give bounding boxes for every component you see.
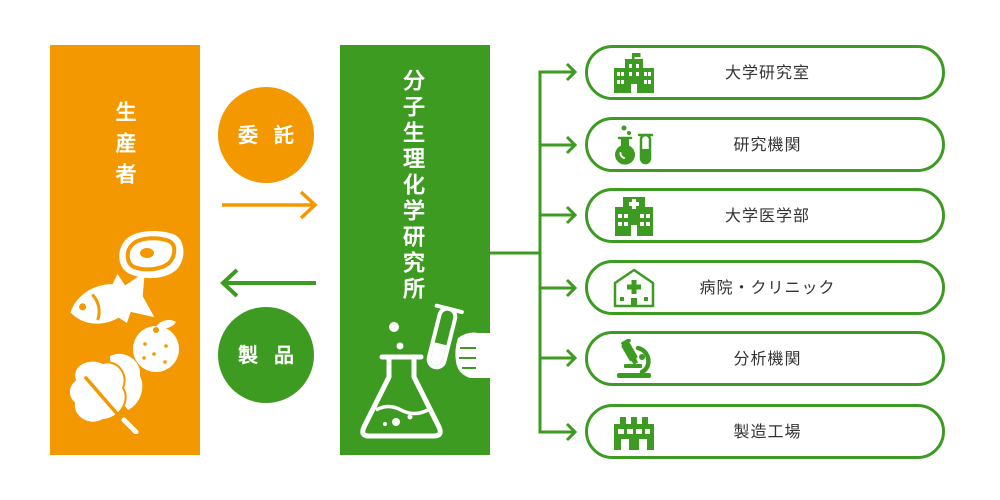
institute-box [340, 45, 490, 455]
mandarin-icon [133, 319, 179, 372]
destination-label: 病院・クリニック [699, 278, 836, 297]
microscope-icon [612, 339, 656, 379]
destination-university-lab: 大学研究室 [585, 45, 945, 100]
branch-arrow [540, 135, 578, 155]
product-label: 製品 [238, 343, 310, 367]
product-badge: 製品 [218, 307, 314, 403]
branch-arrow [540, 348, 578, 368]
commission-label: 委託 [238, 123, 310, 147]
destination-label: 研究機関 [733, 135, 802, 154]
branch-arrow [540, 205, 578, 225]
destination-label: 大学研究室 [724, 63, 810, 82]
clinic-house-icon [612, 268, 656, 308]
test-tube-icon [426, 303, 490, 378]
destination-hospital-clinic: 病院・クリニック [585, 260, 945, 315]
branch-arrow [540, 422, 578, 442]
leafy-vegetable-icon [67, 353, 143, 434]
branch-arrow [540, 62, 578, 82]
flask-icon [360, 322, 443, 439]
university-building-icon [612, 53, 656, 93]
factory-icon [612, 412, 656, 452]
destination-label: 製造工場 [733, 422, 802, 441]
commission-badge: 委託 [218, 87, 314, 183]
destination-analysis-institution: 分析機関 [585, 331, 945, 386]
branch-arrow [540, 278, 578, 298]
destination-label: 分析機関 [733, 349, 802, 368]
commission-arrow [222, 190, 318, 220]
lab-flask-icon [612, 125, 656, 165]
steak-icon [119, 230, 184, 279]
institute-connector [490, 70, 542, 434]
hospital-building-icon [612, 196, 656, 236]
destination-medical-school: 大学医学部 [585, 188, 945, 243]
destination-research-institution: 研究機関 [585, 117, 945, 172]
destination-manufacturing-plant: 製造工場 [585, 404, 945, 459]
producer-label: 生産者 [113, 101, 137, 194]
destination-label: 大学医学部 [724, 206, 810, 225]
institute-label: 分子生理化学研究所 [399, 69, 424, 303]
product-arrow [220, 268, 316, 298]
fish-icon [70, 272, 154, 324]
